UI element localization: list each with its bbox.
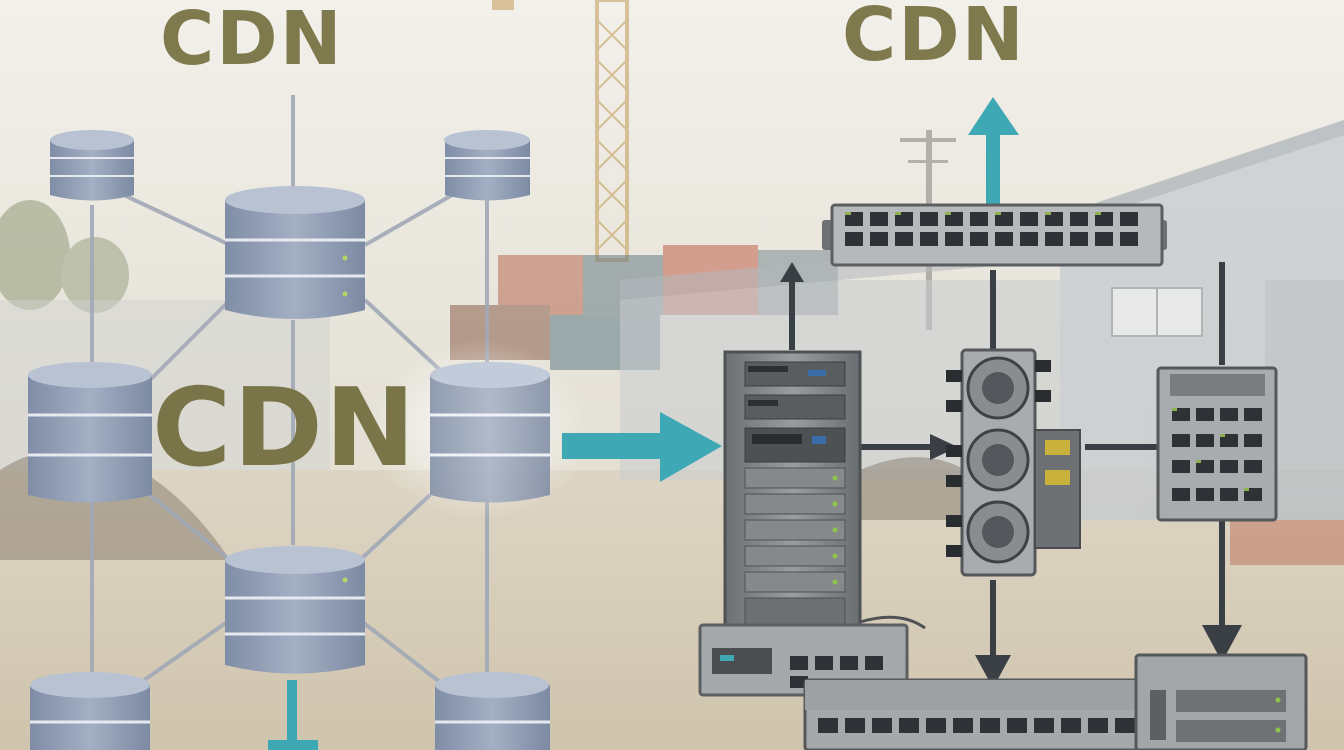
patch-panel-icon xyxy=(946,348,1081,577)
server-stack-icon xyxy=(444,130,530,201)
server-stack-icon xyxy=(28,362,152,503)
dark-connectors xyxy=(789,262,1225,655)
cdn-title-top-right: CDN xyxy=(842,0,1026,78)
cdn-title-top-left: CDN xyxy=(160,0,344,82)
arrow-icon xyxy=(968,97,1019,205)
server-stack-icon xyxy=(30,672,150,750)
cdn-title-center: CDN xyxy=(152,366,418,491)
network-links xyxy=(90,95,489,692)
arrow-icon xyxy=(562,412,722,482)
trees-left xyxy=(0,200,129,313)
server-stack-icon xyxy=(225,186,365,319)
server-stack-icon xyxy=(435,672,550,750)
rack-server-icon xyxy=(1134,653,1308,750)
rack-server-icon xyxy=(723,350,862,639)
network-switch-icon xyxy=(803,678,1157,750)
server-stack-icon xyxy=(50,130,134,201)
server-stack-icon xyxy=(370,340,590,520)
server-stack-icon xyxy=(225,546,365,674)
network-switch-icon xyxy=(822,203,1167,267)
network-switch-icon xyxy=(1156,366,1278,522)
arrow-icon xyxy=(780,262,1242,688)
arrow-icon xyxy=(268,680,318,750)
